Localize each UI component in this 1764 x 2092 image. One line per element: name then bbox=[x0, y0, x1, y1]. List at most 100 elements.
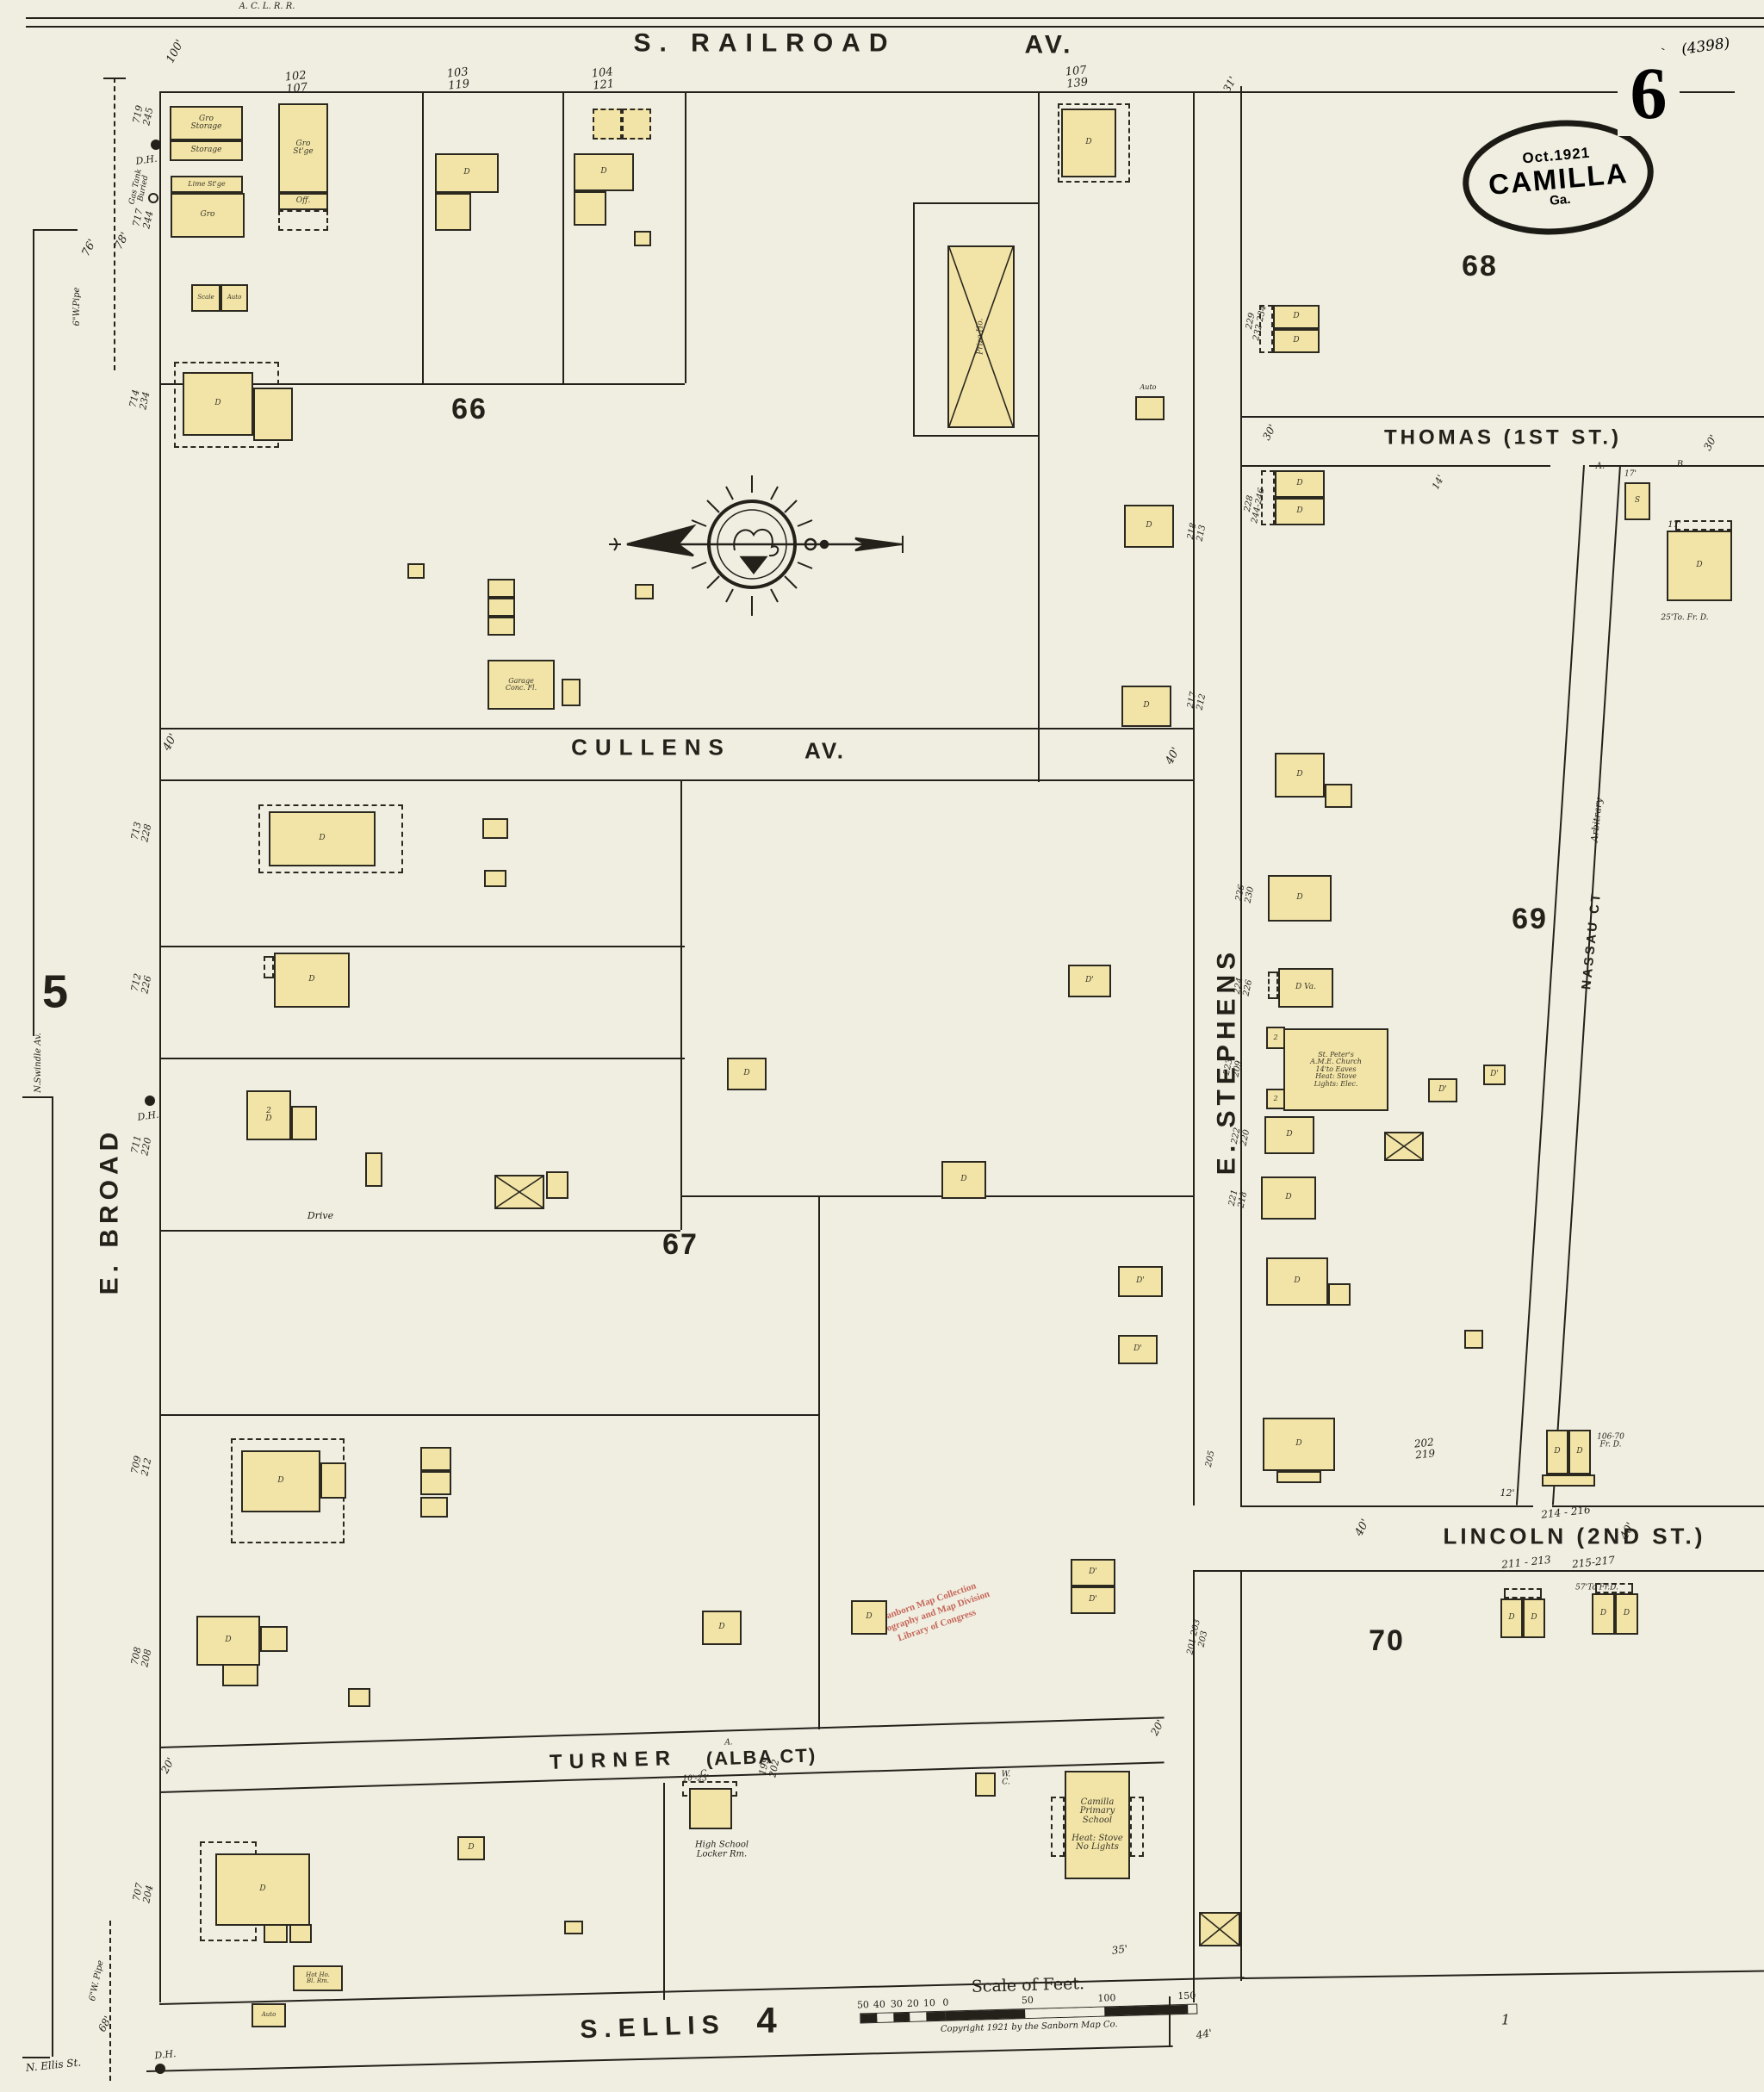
building bbox=[564, 1921, 583, 1934]
annotation: Arbitrary bbox=[1588, 797, 1605, 843]
map-line bbox=[913, 435, 1038, 437]
map-line bbox=[1193, 1570, 1195, 2002]
map-line bbox=[1552, 1505, 1764, 1507]
adjacent-sheet-ref-4: 4 bbox=[756, 1999, 777, 2040]
scale-tick: 30 bbox=[890, 1998, 904, 2010]
building-label: D bbox=[1293, 312, 1300, 321]
annotation: D.H. bbox=[153, 2047, 177, 2062]
building: Off. bbox=[278, 193, 328, 210]
building: D' bbox=[1068, 965, 1111, 997]
building-label: St. Peter's A.M.E. Church 14'to Eaves He… bbox=[1310, 1051, 1362, 1088]
building-label: Auto bbox=[261, 2011, 276, 2019]
map-line bbox=[680, 1195, 1193, 1197]
building: Auto bbox=[252, 2003, 286, 2027]
annotation: 20' bbox=[158, 1755, 177, 1776]
annotation: 10'-23' bbox=[682, 1774, 710, 1784]
cross-brace-icon bbox=[1386, 1133, 1423, 1160]
building bbox=[1325, 784, 1352, 808]
building-label: D bbox=[1294, 1276, 1301, 1286]
block-number-70: 70 bbox=[1369, 1624, 1405, 1658]
map-line bbox=[103, 78, 126, 79]
building bbox=[420, 1447, 451, 1471]
building-label: Garage Conc. Fl. bbox=[505, 676, 537, 692]
annotation: A. bbox=[724, 1738, 733, 1747]
building bbox=[1464, 1330, 1483, 1349]
building-label: D bbox=[1295, 1439, 1302, 1449]
building bbox=[488, 598, 515, 617]
map-line bbox=[109, 1921, 111, 2081]
map-line bbox=[159, 779, 1193, 781]
map-line bbox=[159, 946, 685, 947]
building bbox=[264, 1924, 288, 1943]
building: D bbox=[1261, 1176, 1316, 1220]
building-label: D bbox=[1285, 1193, 1292, 1202]
map-line bbox=[159, 1414, 818, 1416]
building bbox=[289, 1924, 312, 1943]
building: Prize Ho. bbox=[947, 245, 1015, 428]
building bbox=[574, 191, 606, 226]
building: D bbox=[702, 1611, 742, 1645]
cross-brace-icon bbox=[496, 1176, 543, 1208]
building bbox=[562, 679, 581, 706]
building-label: D bbox=[1293, 336, 1300, 345]
building bbox=[348, 1688, 370, 1707]
map-line bbox=[26, 26, 1764, 28]
scale-tick: 40 bbox=[873, 1998, 886, 2011]
scale-segment bbox=[877, 2013, 894, 2022]
annotation: 20' bbox=[1148, 1717, 1167, 1738]
annotation: D.H. bbox=[136, 1108, 160, 1123]
street-label-cullens: CULLENS bbox=[571, 734, 731, 760]
annotation: Drive bbox=[307, 1210, 334, 1222]
annotation: 214 - 216 bbox=[1540, 1503, 1592, 1521]
annotation: 78' bbox=[112, 230, 133, 252]
building: Hot Ho. Bl. Rm. bbox=[293, 1965, 343, 1991]
building bbox=[253, 388, 293, 441]
building: D bbox=[1568, 1430, 1591, 1474]
building: D bbox=[1268, 875, 1332, 922]
building: D bbox=[1121, 686, 1171, 727]
annotation: D.H. bbox=[134, 152, 158, 167]
building: D' bbox=[1483, 1065, 1506, 1085]
street-label-e-broad: E. BROAD bbox=[95, 1127, 124, 1295]
building: D bbox=[269, 811, 376, 866]
building: D bbox=[1275, 498, 1325, 525]
block-number-69: 69 bbox=[1512, 903, 1548, 936]
map-line bbox=[1193, 1570, 1764, 1572]
building: D bbox=[457, 1836, 485, 1860]
building bbox=[407, 563, 425, 579]
building-label: D bbox=[1531, 1613, 1537, 1623]
building bbox=[1268, 972, 1278, 999]
building-label: D bbox=[463, 168, 470, 177]
map-line bbox=[33, 229, 78, 231]
building bbox=[484, 870, 506, 887]
hydrant-dot bbox=[155, 2064, 165, 2074]
building: D bbox=[1615, 1593, 1638, 1635]
building-label: 2 bbox=[1273, 1033, 1278, 1041]
scale-segment bbox=[926, 2011, 946, 2021]
building-label: Gro bbox=[200, 210, 215, 220]
map-line bbox=[1240, 1505, 1533, 1507]
building bbox=[1675, 520, 1732, 531]
annotation: A. bbox=[1595, 461, 1606, 471]
map-line bbox=[685, 91, 686, 383]
annotation: 30' bbox=[1260, 422, 1279, 443]
scale-tick: 20 bbox=[906, 1997, 920, 2009]
annotation: 100' bbox=[164, 37, 188, 65]
building bbox=[635, 584, 654, 599]
building bbox=[222, 1664, 258, 1686]
building: Storage bbox=[170, 140, 243, 161]
building: D bbox=[1523, 1598, 1545, 1638]
map-line bbox=[1240, 86, 1242, 1505]
